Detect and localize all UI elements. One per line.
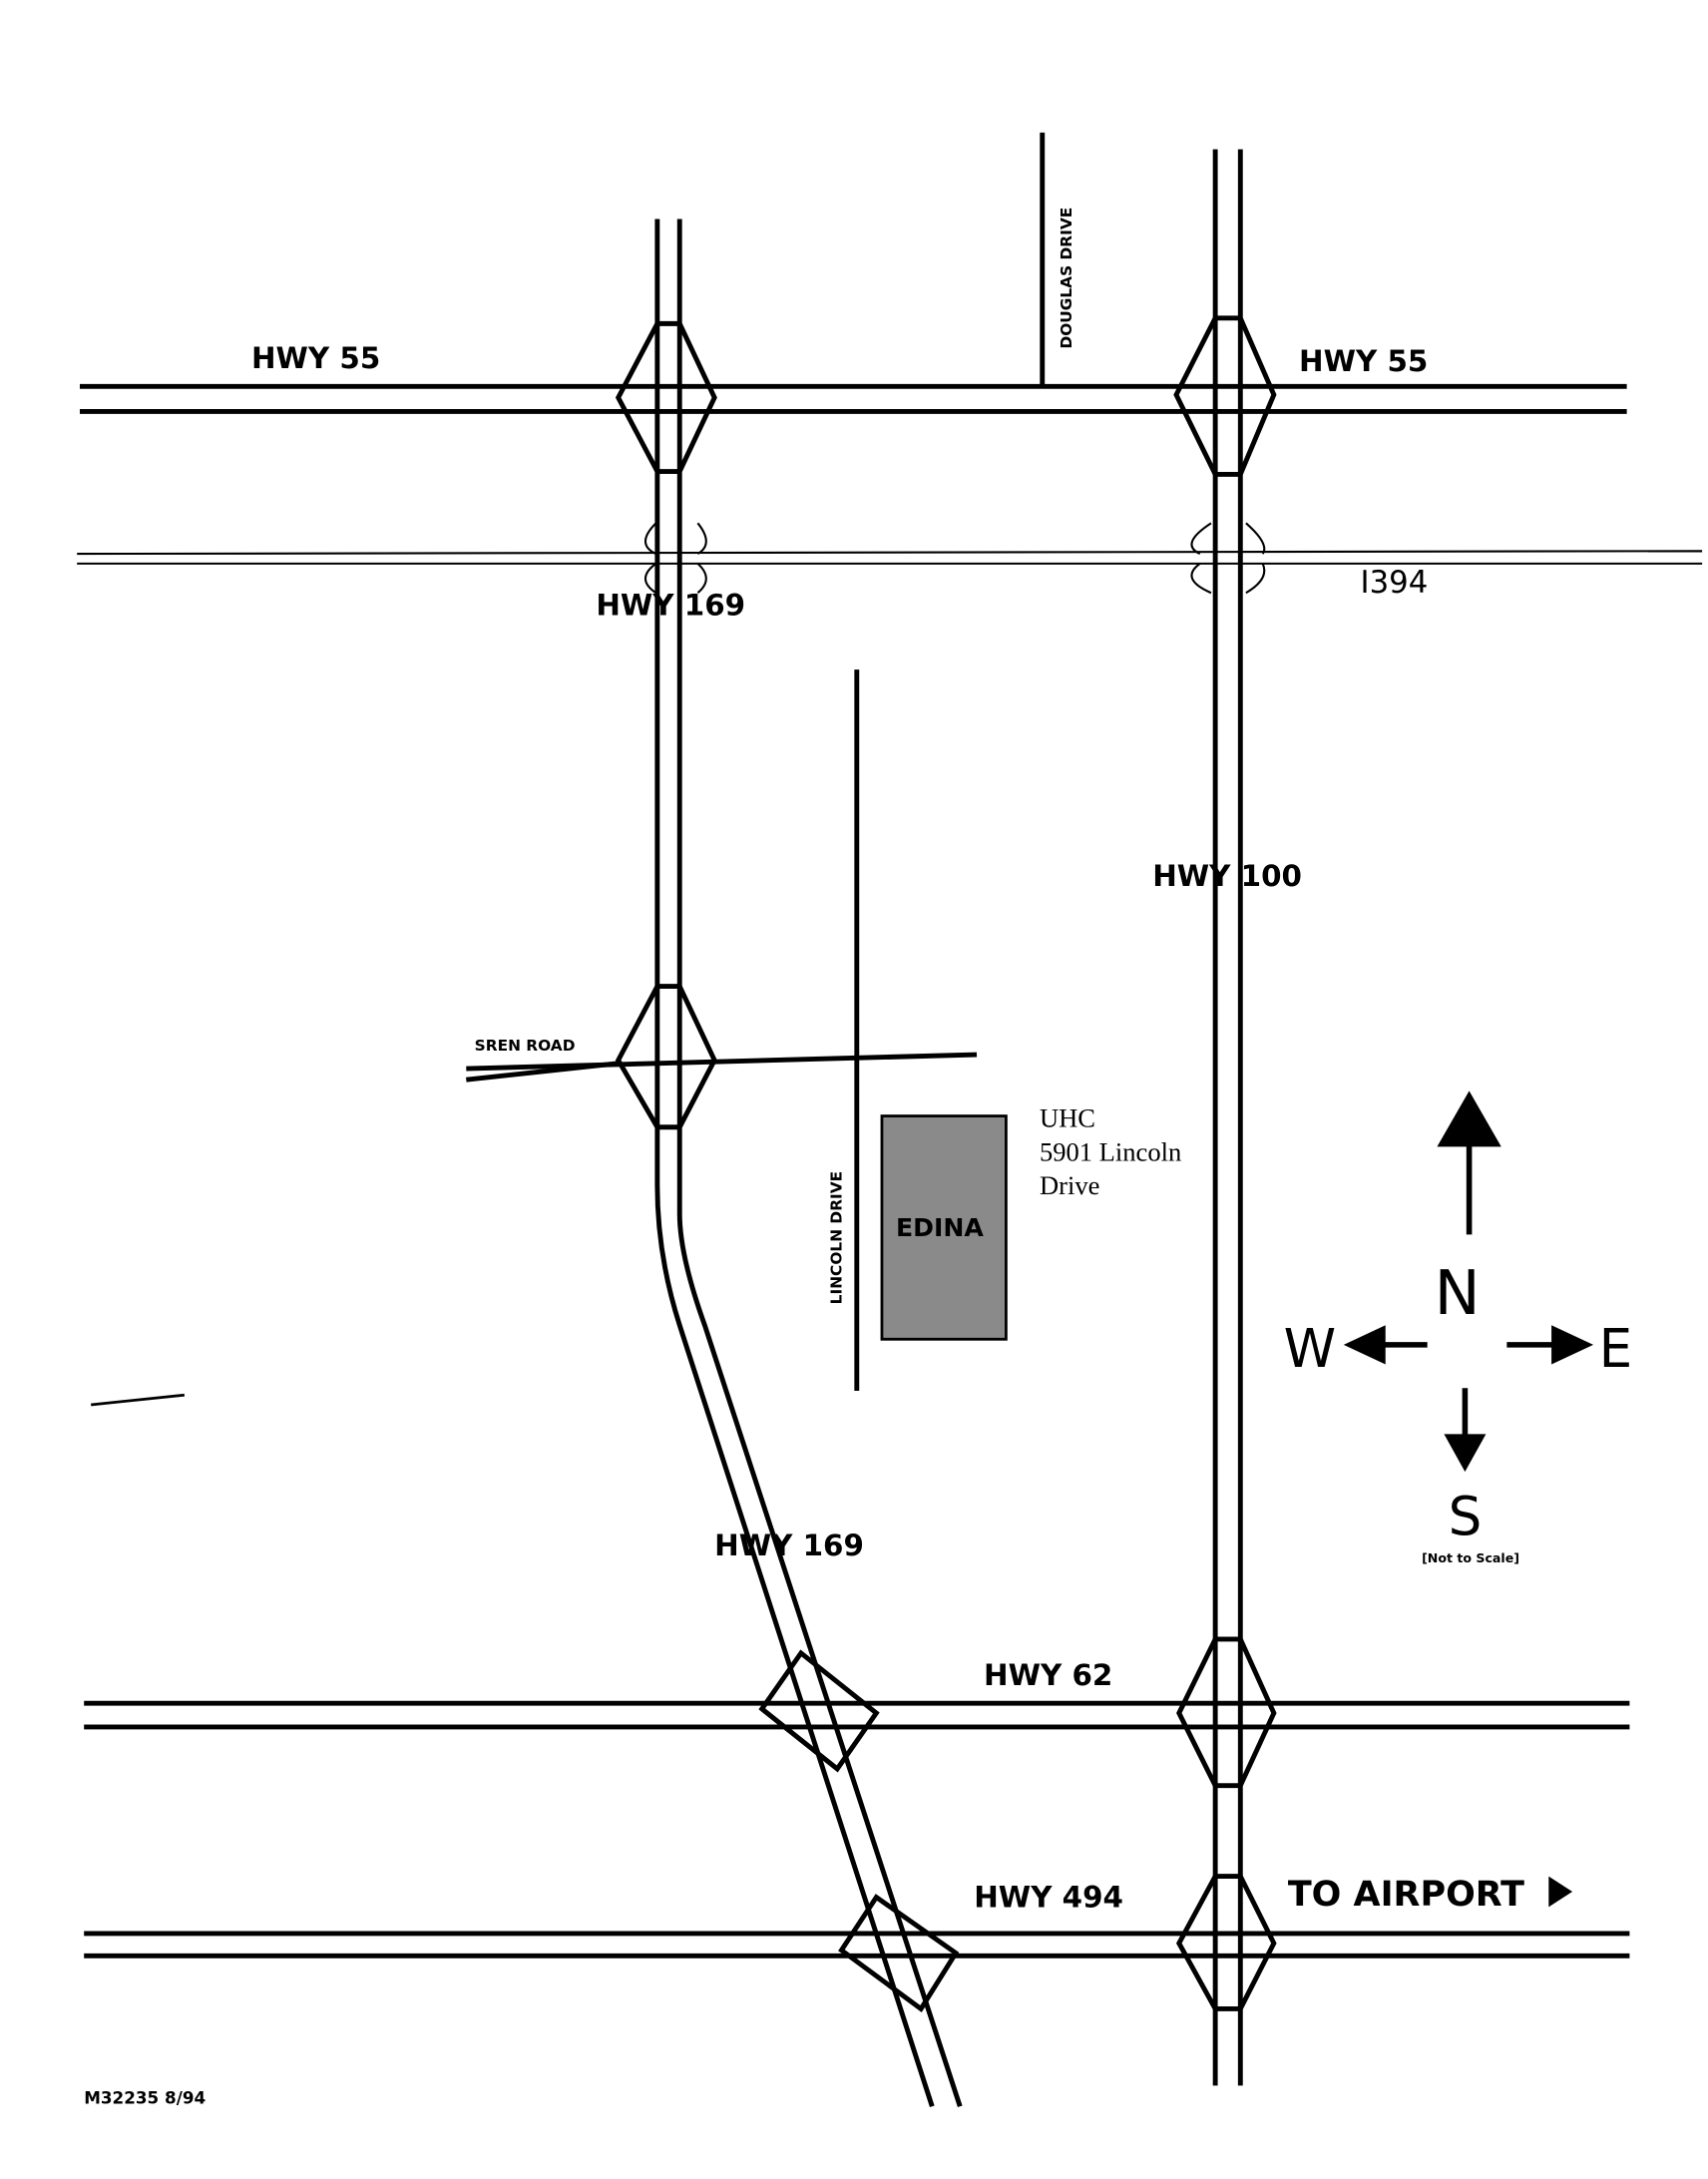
label-to-airport: TO AIRPORT [1288, 1875, 1524, 1915]
compass-s: S [1449, 1486, 1483, 1547]
east-arrow-icon [1551, 1325, 1594, 1365]
label-edina: EDINA [896, 1213, 984, 1242]
label-lincoln-drive: LINCOLN DRIVE [827, 1171, 845, 1304]
road-hwy494 [84, 1931, 1630, 1959]
road-hwy62 [84, 1700, 1630, 1730]
north-arrow-icon [1437, 1090, 1501, 1147]
stray-mark [91, 1393, 186, 1407]
label-hwy100: HWY 100 [1152, 859, 1302, 893]
label-hwy55-east: HWY 55 [1299, 344, 1428, 378]
label-douglas-drive: DOUGLAS DRIVE [1058, 208, 1075, 349]
airport-arrow-icon [1548, 1876, 1573, 1908]
road-i394 [77, 522, 1703, 595]
compass: N S W E [Not to Scale] [1284, 1090, 1633, 1565]
road-hwy100 [1212, 149, 1243, 2086]
south-arrow-icon [1444, 1434, 1487, 1473]
label-hwy494: HWY 494 [974, 1880, 1123, 1914]
compass-e: E [1599, 1318, 1633, 1380]
destination-name: UHC [1040, 1103, 1095, 1133]
scale-note: [Not to Scale] [1422, 1550, 1519, 1565]
label-hwy62: HWY 62 [984, 1658, 1112, 1692]
road-hwy169 [654, 218, 963, 2108]
road-hwy55 [79, 383, 1627, 414]
road-sren [466, 1052, 978, 1083]
compass-w: W [1284, 1318, 1337, 1380]
destination-address-2: Drive [1040, 1170, 1099, 1200]
destination-address-1: 5901 Lincoln [1040, 1136, 1181, 1166]
label-i394: I394 [1361, 565, 1429, 601]
label-sren-road: SREN ROAD [475, 1037, 576, 1055]
footer-code: M32235 8/94 [84, 2087, 206, 2107]
edina-area [880, 1114, 1008, 1341]
label-hwy55-west: HWY 55 [251, 341, 380, 375]
label-hwy169-north: HWY 169 [596, 589, 745, 623]
compass-n: N [1435, 1257, 1481, 1329]
west-arrow-icon [1343, 1325, 1386, 1365]
interchanges [615, 315, 1277, 2012]
label-hwy169-south: HWY 169 [714, 1528, 864, 1562]
